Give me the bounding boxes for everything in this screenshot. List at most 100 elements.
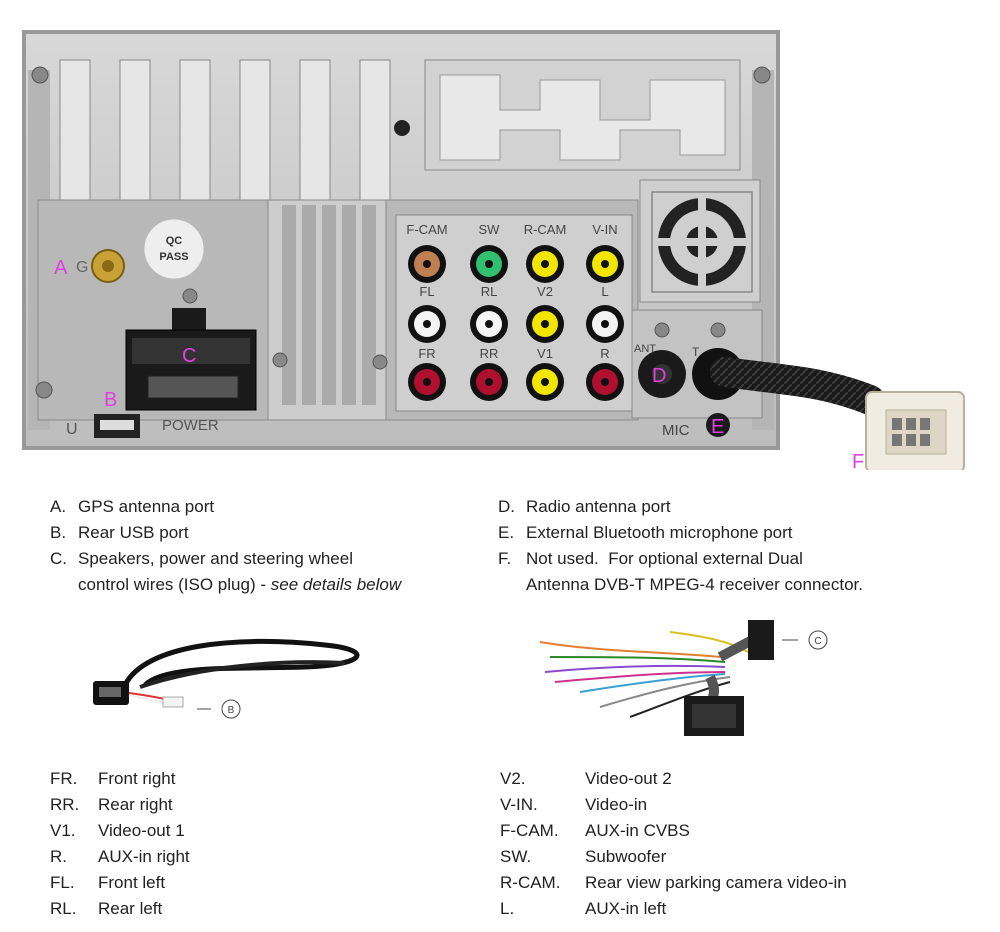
- usb-cable-photo: B: [93, 638, 360, 719]
- head-unit-rear-photo: G QC PASS POWER U F-CAM SW R-CAM V-IN FL…: [22, 30, 965, 470]
- rca-jack-rr: [470, 363, 508, 401]
- abbr-key: FR.: [50, 769, 78, 788]
- abbr-key: L.: [500, 899, 515, 918]
- abbr-key: V2.: [500, 769, 526, 788]
- callout-letters: A B C D E F: [54, 257, 864, 470]
- fr-label: FR: [418, 346, 435, 361]
- ant-label: ANT: [634, 343, 656, 355]
- abbr-row: R-CAM.Rear view parking camera video-in: [500, 870, 940, 896]
- usb-port: U: [66, 414, 140, 438]
- harness-head-plug: [748, 620, 774, 660]
- rca-jack-r: [586, 363, 624, 401]
- legend-text: Rear USB port: [78, 523, 189, 542]
- fcam-label: F-CAM: [406, 222, 447, 237]
- abbr-row: F-CAM.AUX-in CVBS: [500, 818, 940, 844]
- rca-jack-rcam: [526, 245, 564, 283]
- rl-label: RL: [481, 284, 498, 299]
- v1-label: V1: [537, 346, 553, 361]
- abbr-row: RL.Rear left: [50, 896, 470, 922]
- abbr-key: V1.: [50, 821, 76, 840]
- callout-d: D: [652, 365, 666, 387]
- abbr-row: V2.Video-out 2: [500, 766, 940, 792]
- rca-jacks: [408, 245, 624, 401]
- r-label: R: [600, 346, 609, 361]
- abbr-value: Video-out 1: [98, 821, 185, 840]
- abbreviations-left: FR. Front right RR.Rear right V1. Video-ou…: [50, 766, 470, 922]
- rca-jack-rl: [470, 305, 508, 343]
- rca-jack-fr: [408, 363, 446, 401]
- abbr-key: R.: [50, 847, 67, 866]
- legend-text: GPS antenna port: [78, 497, 215, 516]
- vin-label: V-IN: [592, 222, 617, 237]
- legend-key: C.: [50, 549, 67, 568]
- abbr-row: V-IN.Video-in: [500, 792, 940, 818]
- radio-antenna-port: ANT: [634, 343, 686, 398]
- rca-jack-fl: [408, 305, 446, 343]
- abbr-value: AUX-in left: [585, 899, 667, 918]
- rca-jack-v1: [526, 363, 564, 401]
- usb-cable-callout: B: [228, 705, 235, 716]
- legend-item-b: B.Rear USB port: [50, 520, 490, 546]
- legend-item-d: D.Radio antenna port: [498, 494, 938, 520]
- legend-right: D.Radio antenna port E. External Bluetoot…: [498, 494, 938, 598]
- abbr-value: Front right: [98, 769, 176, 788]
- abbr-row: RR.Rear right: [50, 792, 470, 818]
- rca-labels: F-CAM SW R-CAM V-IN FL RL V2 L FR RR V1 …: [406, 222, 617, 361]
- legend-text-line1: Not used. For optional external Dual: [526, 549, 803, 568]
- rca-jack-vin: [586, 245, 624, 283]
- legend-item-e: E. External Bluetooth microphone port: [498, 520, 938, 546]
- cooling-fan: [651, 191, 753, 293]
- abbr-key: V-IN.: [500, 795, 538, 814]
- abbr-row: L. AUX-in left: [500, 896, 940, 922]
- rcam-label: R-CAM: [524, 222, 567, 237]
- rca-jack-l: [586, 305, 624, 343]
- legend-text-line1: Speakers, power and steering wheel: [78, 549, 353, 568]
- power-label: POWER: [162, 417, 219, 434]
- t-label: T: [692, 345, 700, 359]
- dvbt-plug: [865, 391, 965, 470]
- qc-label: QC: [166, 235, 183, 247]
- iso-power-connector: POWER: [125, 308, 257, 434]
- legend-text: Speakers, power and steering wheel contro…: [78, 546, 490, 598]
- abbr-value: AUX-in CVBS: [585, 821, 690, 840]
- legend-key: E.: [498, 523, 515, 542]
- rca-jack-v2: [526, 305, 564, 343]
- legend-text: Radio antenna port: [526, 497, 671, 516]
- legend-left: A.GPS antenna port B.Rear USB port C. Spe…: [50, 494, 490, 598]
- qc-pass-label: PASS: [159, 251, 188, 263]
- legend-item-c: C. Speakers, power and steering wheel cont…: [50, 546, 490, 598]
- abbr-value: Rear right: [98, 795, 173, 814]
- legend-key: F.: [498, 549, 512, 568]
- callout-f: F: [852, 451, 864, 470]
- mic-label: MIC: [662, 422, 690, 439]
- legend-text-line2: control wires (ISO plug) -: [78, 575, 271, 594]
- mic-port: MIC: [662, 413, 730, 439]
- g-label: G: [76, 259, 88, 276]
- abbr-value: Front left: [98, 873, 166, 892]
- gps-antenna-port: G: [76, 249, 125, 283]
- callout-e: E: [711, 416, 724, 438]
- harness-callout: C: [814, 636, 821, 647]
- abbr-row: R.AUX-in right: [50, 844, 470, 870]
- qc-pass-sticker: QC PASS: [143, 218, 205, 280]
- legend-text-italic: see details below: [270, 575, 402, 594]
- abbr-value: Rear view parking camera video-in: [585, 873, 847, 892]
- sw-label: SW: [479, 222, 501, 237]
- legend-text: External Bluetooth microphone port: [526, 523, 793, 542]
- abbr-key: SW.: [500, 847, 532, 866]
- legend-item-a: A.GPS antenna port: [50, 494, 490, 520]
- rca-jack-sw: [470, 245, 508, 283]
- abbr-row: V1. Video-out 1: [50, 818, 470, 844]
- abbr-row: FR. Front right: [50, 766, 470, 792]
- rca-jack-fcam: [408, 245, 446, 283]
- callout-b: B: [104, 389, 117, 411]
- callout-c: C: [182, 345, 196, 367]
- v2-label: V2: [537, 284, 553, 299]
- rr-label: RR: [480, 346, 499, 361]
- abbr-value: Rear left: [98, 899, 163, 918]
- fl-label: FL: [419, 284, 434, 299]
- chassis: [22, 30, 780, 450]
- abbr-row: SW.Subwoofer: [500, 844, 940, 870]
